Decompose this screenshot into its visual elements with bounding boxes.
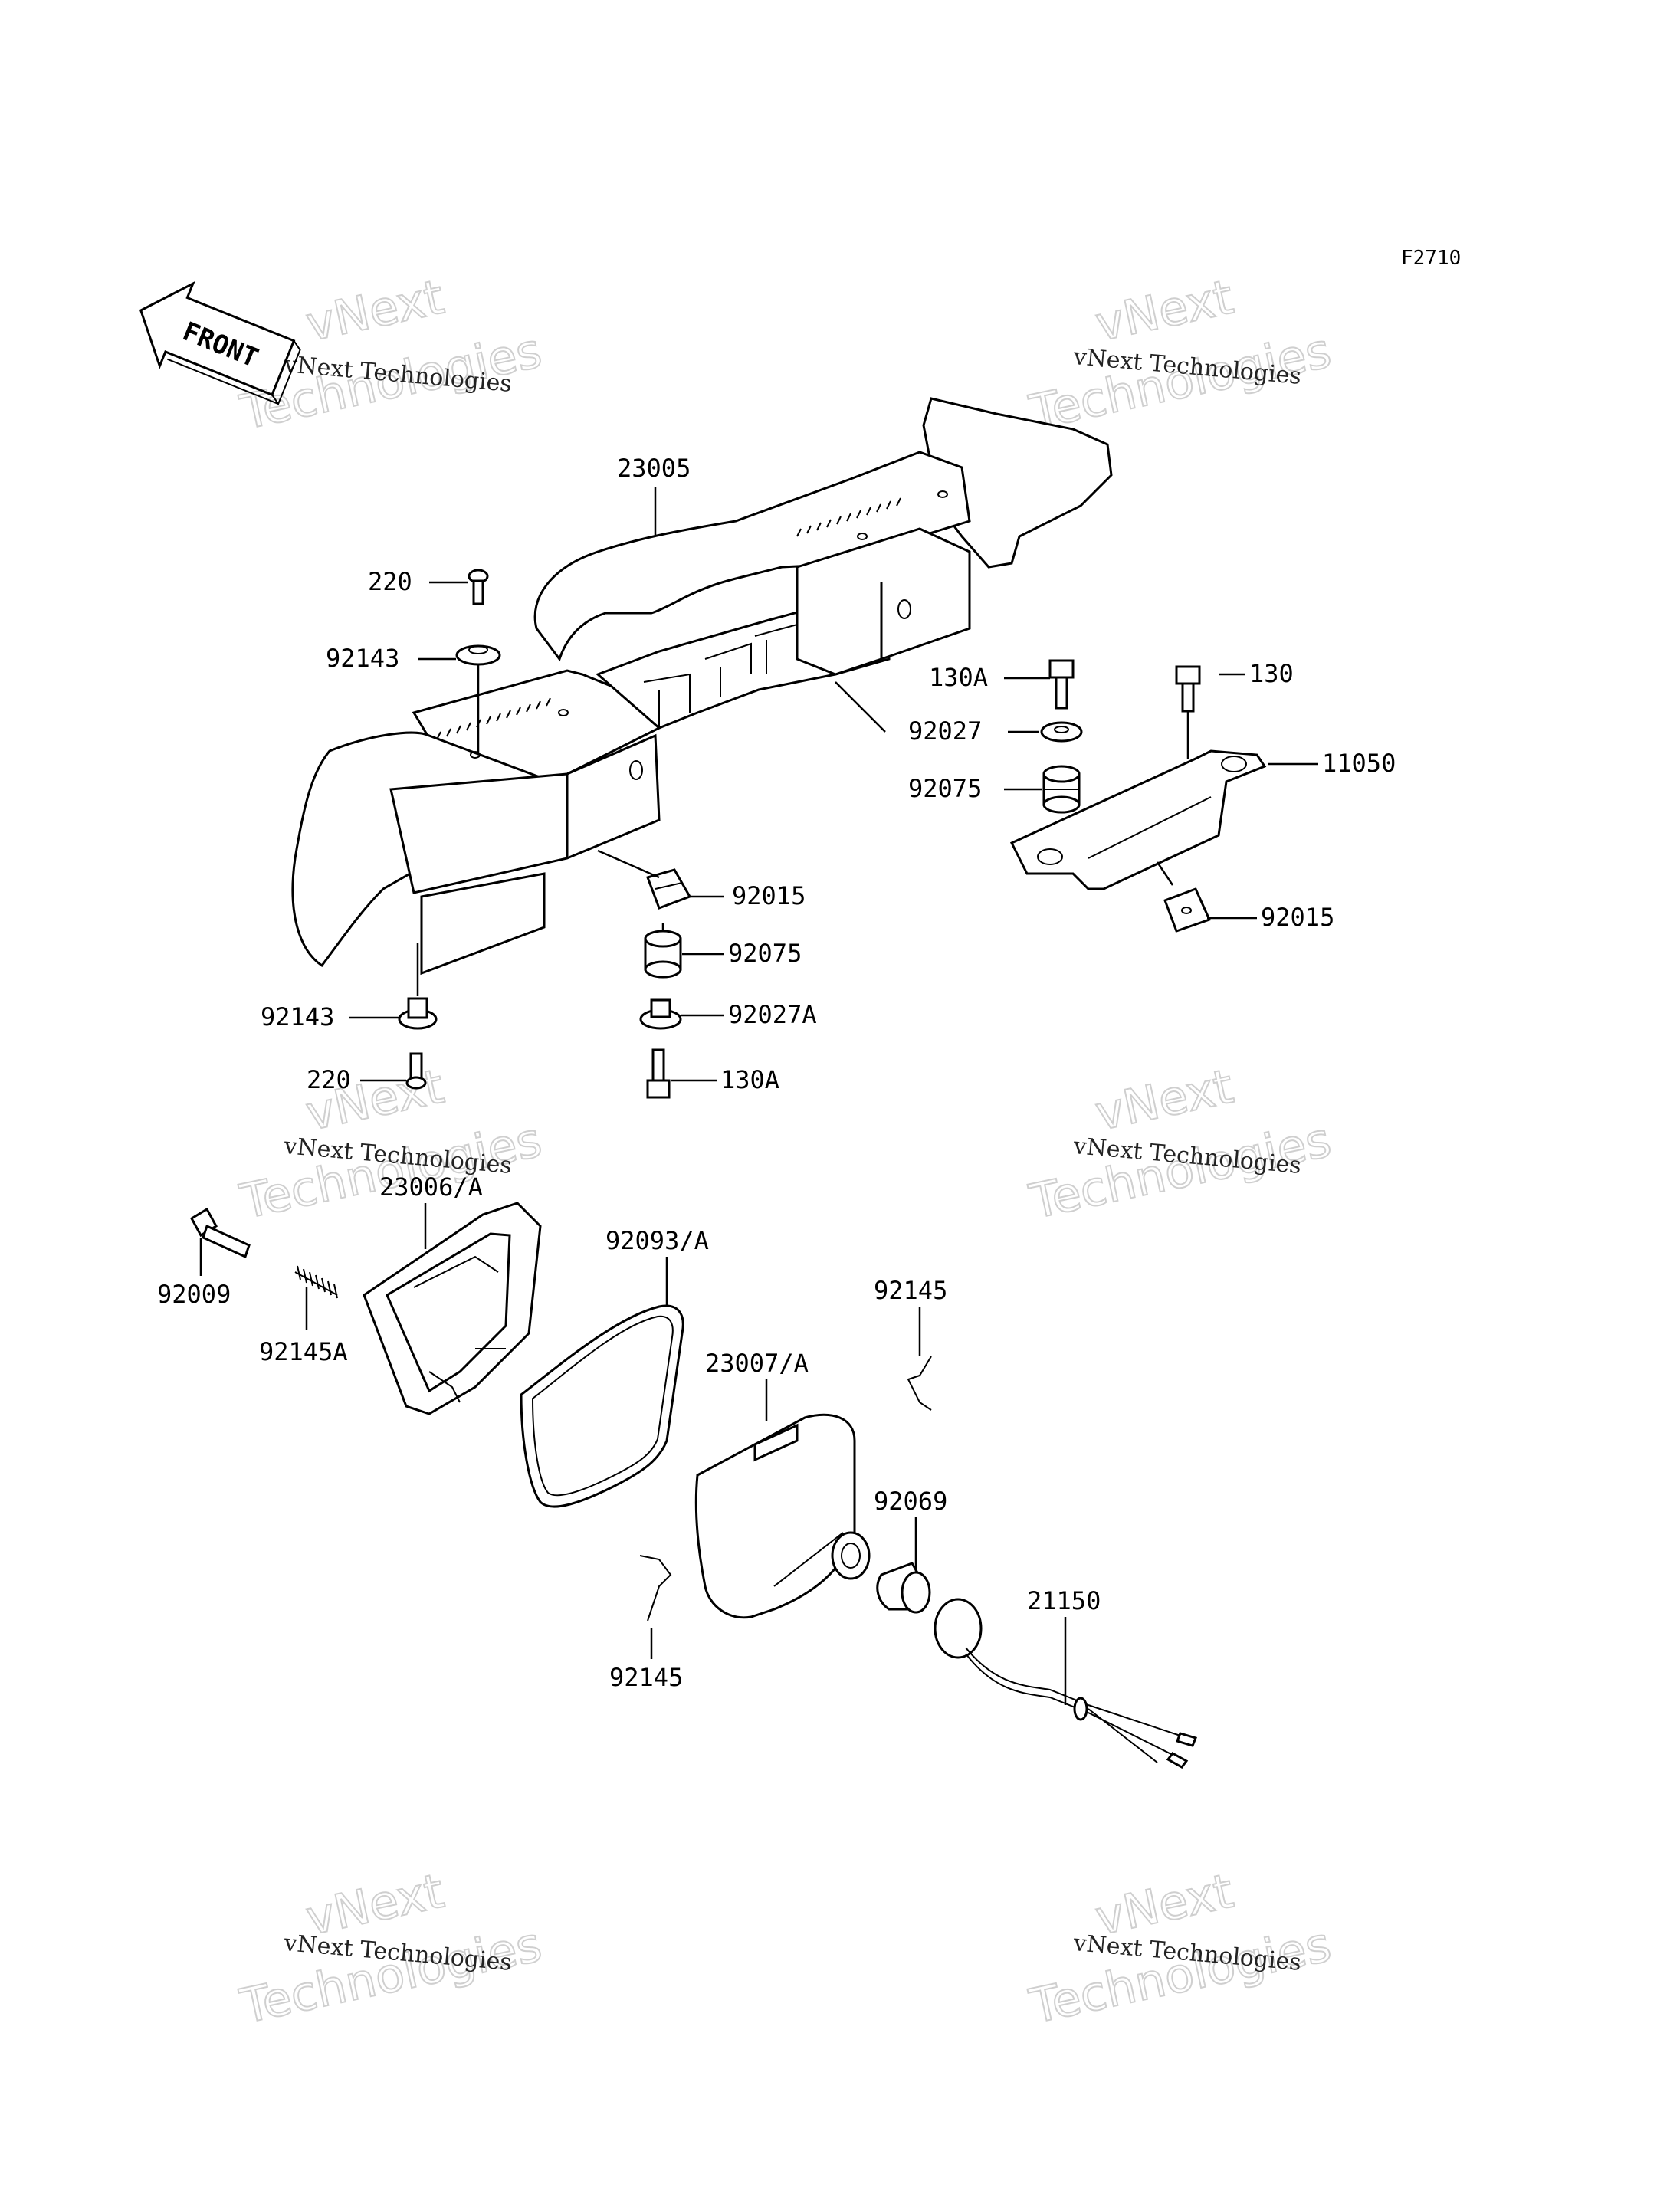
screw-92009 bbox=[189, 1207, 251, 1259]
callout-11050: 11050 bbox=[1322, 749, 1396, 778]
callout-92027: 92027 bbox=[908, 716, 982, 746]
part-callouts: 23005 220 92143 130A 130 92027 11050 920… bbox=[157, 454, 1396, 1692]
callout-23006A: 23006/A bbox=[379, 1172, 483, 1202]
callout-92143-top: 92143 bbox=[326, 644, 399, 673]
collar-92027A bbox=[639, 998, 682, 1030]
bracket-part bbox=[1009, 749, 1267, 890]
grommet-92075-right bbox=[1042, 765, 1081, 814]
washer-92027 bbox=[1040, 721, 1083, 743]
clip-92145-top bbox=[907, 1356, 932, 1411]
clip-92015-right bbox=[1163, 887, 1212, 933]
svg-text:vNext: vNext bbox=[1091, 269, 1238, 353]
watermark-mid-right: vNext Technologies vNext Technologies bbox=[1024, 1058, 1337, 1231]
reflector-23007A bbox=[694, 1413, 871, 1619]
watermark-bottom-right: vNext Technologies vNext Technologies bbox=[1024, 1862, 1337, 2035]
watermark-mid-left: vNext Technologies vNext Technologies bbox=[235, 1058, 547, 1231]
callout-92015-right: 92015 bbox=[1261, 903, 1334, 932]
callout-92075-mid: 92075 bbox=[728, 939, 802, 968]
socket-21150 bbox=[934, 1598, 1198, 1769]
bolt-130A-bottom bbox=[646, 1048, 671, 1099]
collar-92143-top bbox=[455, 644, 501, 666]
callout-220-top: 220 bbox=[368, 567, 412, 596]
callout-23007A: 23007/A bbox=[705, 1349, 809, 1378]
collar-92143-bottom bbox=[398, 997, 438, 1030]
bolt-130 bbox=[1175, 665, 1201, 713]
callout-23005: 23005 bbox=[617, 454, 691, 483]
callout-21150: 21150 bbox=[1027, 1586, 1101, 1615]
callout-130: 130 bbox=[1249, 659, 1294, 688]
watermark-top-left: vNext Technologies vNext Technologies bbox=[235, 268, 547, 441]
callout-92015-mid: 92015 bbox=[732, 881, 806, 910]
screw-220-bottom bbox=[405, 1052, 427, 1090]
callout-92093A: 92093/A bbox=[605, 1226, 709, 1255]
rear-cover-part bbox=[291, 397, 1113, 976]
lens-92093A bbox=[520, 1304, 684, 1508]
clip-92145-bottom bbox=[639, 1555, 672, 1622]
figure-code: F2710 bbox=[1401, 247, 1461, 270]
bolt-130A-top bbox=[1048, 659, 1075, 710]
lamp-housing-part bbox=[363, 1202, 542, 1415]
watermark-top-right: vNext Technologies vNext Technologies bbox=[1024, 268, 1337, 441]
callout-92145-bottom: 92145 bbox=[609, 1663, 683, 1692]
spring-92145A bbox=[294, 1265, 338, 1299]
svg-text:vNext: vNext bbox=[301, 269, 448, 353]
callout-92145-top: 92145 bbox=[874, 1276, 947, 1305]
callout-92009: 92009 bbox=[157, 1280, 231, 1309]
callout-92069: 92069 bbox=[874, 1487, 947, 1516]
callout-92027A: 92027A bbox=[728, 1000, 817, 1029]
callout-130A-top: 130A bbox=[929, 663, 988, 692]
callout-220-bottom: 220 bbox=[307, 1065, 351, 1094]
svg-text:vNext: vNext bbox=[1091, 1058, 1238, 1142]
callout-92145A: 92145A bbox=[259, 1337, 348, 1366]
watermark-bottom-left: vNext Technologies vNext Technologies bbox=[235, 1862, 547, 2035]
callout-130A-bottom: 130A bbox=[720, 1065, 779, 1094]
front-arrow-label: FRONT bbox=[179, 316, 263, 374]
screw-220-top bbox=[468, 569, 489, 605]
bulb-92069 bbox=[876, 1562, 931, 1614]
callout-92075-right: 92075 bbox=[908, 774, 982, 803]
grommet-92075-mid bbox=[644, 930, 682, 979]
hardware-top bbox=[398, 569, 1212, 1099]
leader-lines bbox=[199, 487, 1318, 1705]
callout-92143-bottom: 92143 bbox=[261, 1002, 334, 1031]
